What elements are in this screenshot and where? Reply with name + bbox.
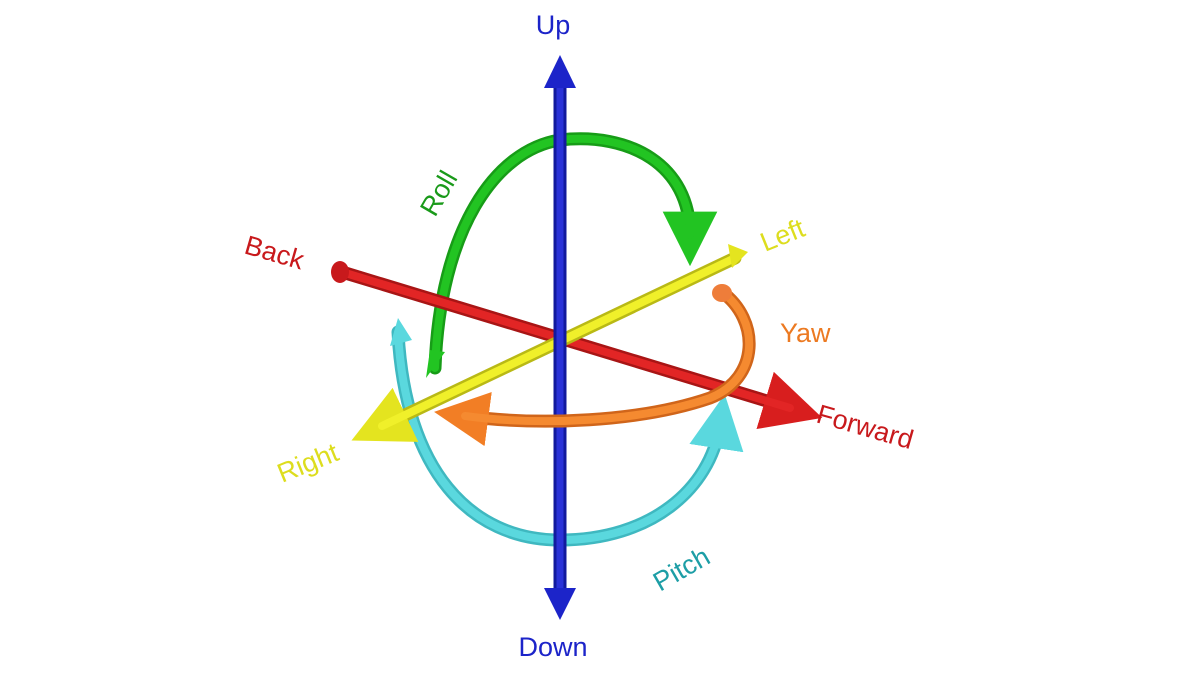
yaw-arc-cap — [712, 284, 732, 302]
yaw-arc — [434, 284, 756, 447]
left-label: Left — [756, 213, 809, 258]
left-arrowhead — [728, 244, 748, 268]
back-axis-cap — [331, 261, 349, 283]
forward-label: Forward — [813, 399, 916, 455]
right-label: Right — [273, 437, 343, 489]
pitch-arrowhead — [708, 412, 732, 440]
up-down-axis — [544, 55, 576, 620]
back-label: Back — [241, 230, 307, 276]
pitch-label: Pitch — [648, 541, 715, 597]
up-arrowhead — [544, 55, 576, 88]
roll-label: Roll — [414, 166, 463, 221]
yaw-label: Yaw — [780, 318, 831, 348]
pitch-arrowhead-top — [390, 318, 412, 346]
roll-arrowhead-back — [426, 350, 445, 378]
up-label: Up — [536, 10, 571, 40]
down-label: Down — [518, 632, 587, 662]
down-arrowhead — [544, 588, 576, 620]
